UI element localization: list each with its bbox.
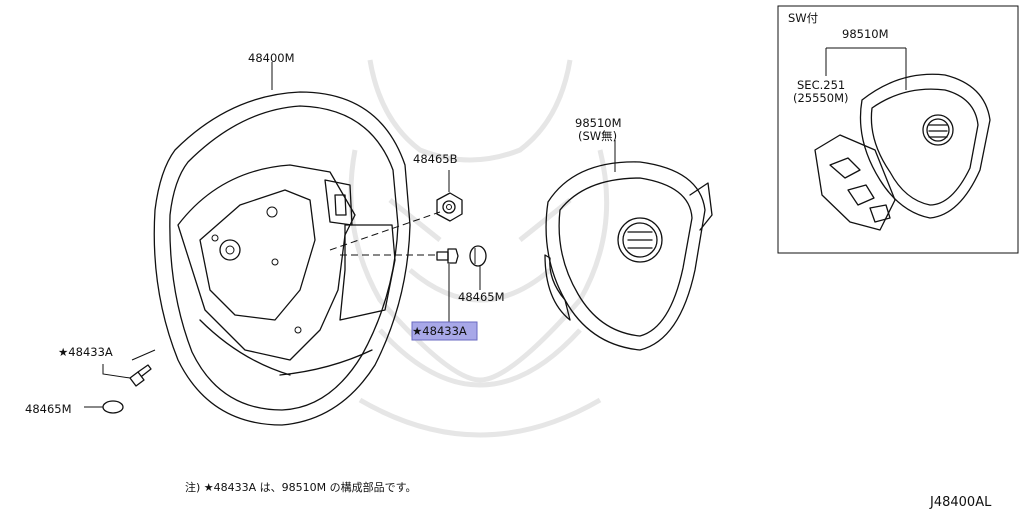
left-bolt <box>129 364 152 387</box>
label-cap-small: 48465M <box>458 290 505 304</box>
footnote: 注) ★48433A は、98510M の構成部品です。 <box>185 480 417 494</box>
inset-box <box>777 5 1019 254</box>
steering-wheel <box>153 91 411 426</box>
inset-label-sec-part: (25550M) <box>793 91 848 105</box>
left-cap <box>102 400 124 414</box>
label-bolt-left: ★48433A <box>58 345 113 359</box>
watermark-logo <box>348 59 610 438</box>
label-airbag: 98510M <box>575 116 622 130</box>
label-bolt-highlight[interactable]: ★48433A <box>412 324 467 338</box>
airbag-module <box>544 161 713 351</box>
inset-title: SW付 <box>788 11 818 25</box>
cap-part <box>469 245 487 267</box>
highlight-box <box>411 321 478 341</box>
inset-label-airbag: 98510M <box>842 27 889 41</box>
label-nut: 48465B <box>413 152 458 166</box>
diagram-id: J48400AL <box>929 495 992 510</box>
nut-part <box>436 192 463 222</box>
bolt-part <box>436 248 459 264</box>
label-airbag-note: (SW無) <box>578 129 617 143</box>
label-steering-wheel: 48400M <box>248 51 295 65</box>
inset-label-sec: SEC.251 <box>797 78 845 92</box>
label-cap-left: 48465M <box>25 402 72 416</box>
